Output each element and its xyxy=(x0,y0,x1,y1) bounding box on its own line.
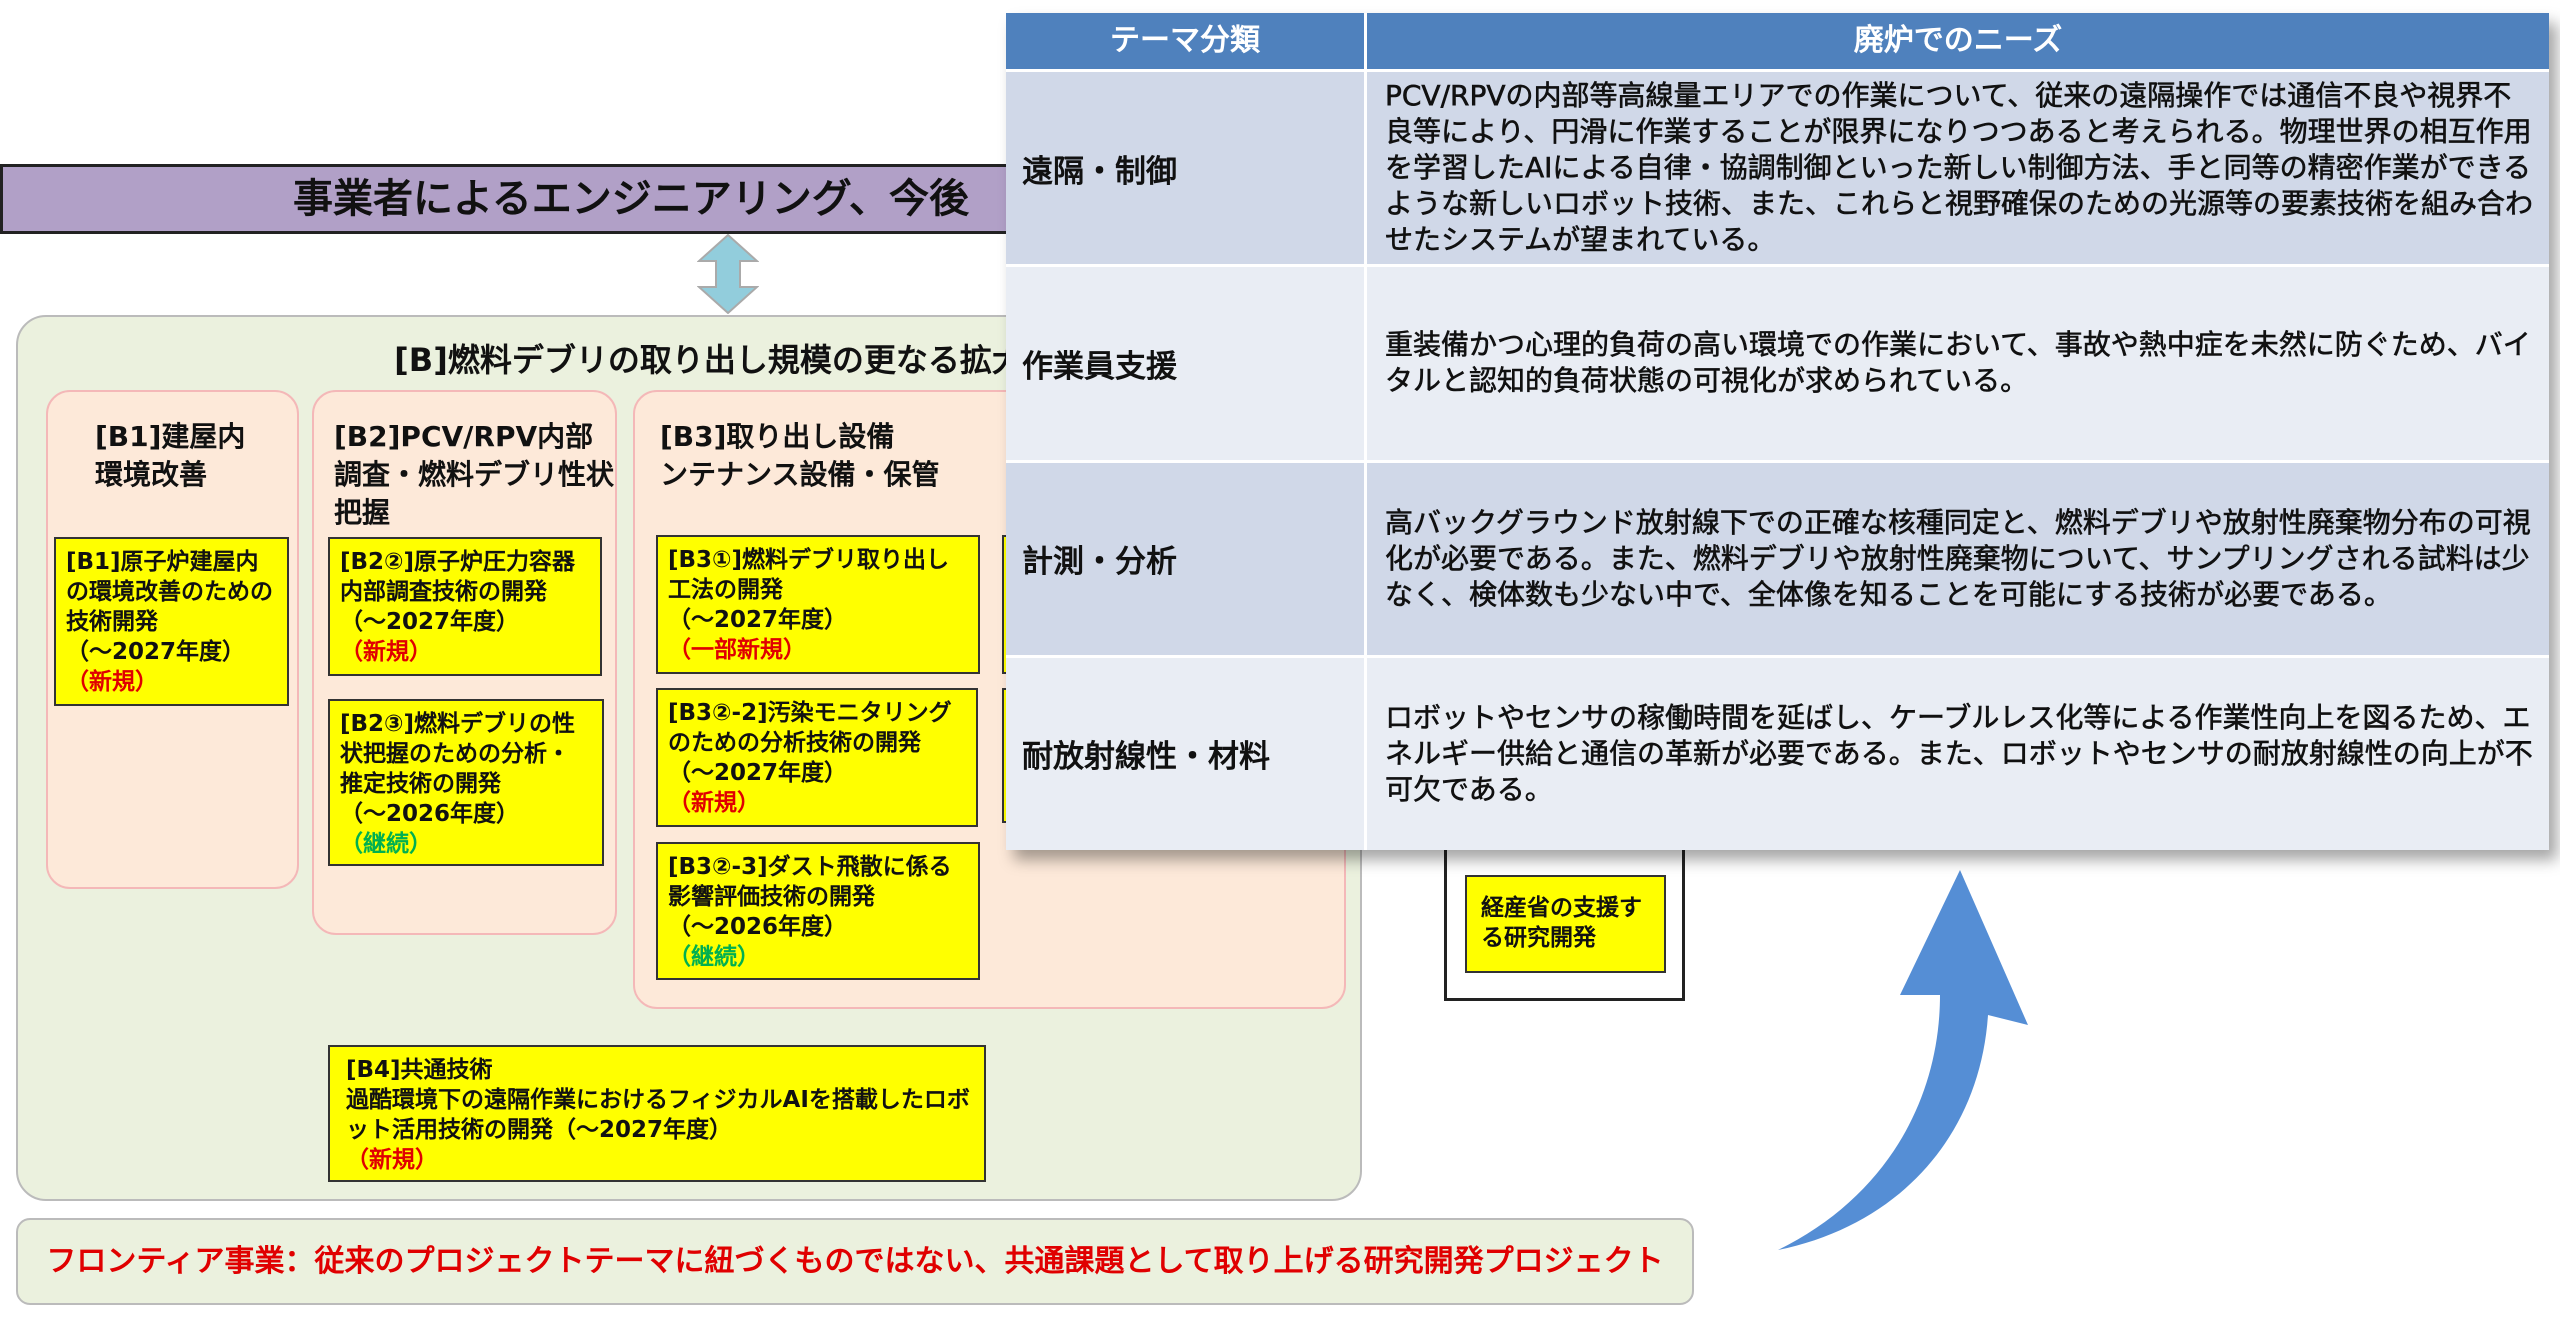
project-title: [B2②]原子炉圧力容器内部調査技術の開発 xyxy=(340,549,576,605)
project-b3-2-3: [B3②-3]ダスト飛散に係る影響評価技術の開発 （～2026年度） （継続） xyxy=(656,842,980,980)
category-cell: 作業員支援 xyxy=(1006,267,1364,460)
need-cell: PCV/RPVの内部等高線量エリアでの作業について、従来の遠隔操作では通信不良や… xyxy=(1367,72,2549,265)
project-status: （新規） xyxy=(668,790,760,816)
project-period: （～2027年度） xyxy=(340,609,520,635)
project-title: [B3①]燃料デブリ取り出し工法の開発 xyxy=(668,547,950,603)
project-title: [B1]原子炉建屋内の環境改善のための技術開発 xyxy=(66,549,273,635)
project-period: （～2026年度） xyxy=(668,914,848,940)
project-status: （新規） xyxy=(346,1147,438,1173)
b2-group-header: [B2]PCV/RPV内部 調査・燃料デブリ性状 把握 xyxy=(334,420,615,529)
project-b4: [B4]共通技術 過酷環境下の遠隔作業におけるフィジカルAIを搭載したロボット活… xyxy=(328,1045,986,1182)
need-cell: ロボットやセンサの稼働時間を延ばし、ケーブルレス化等による作業性向上を図るため、… xyxy=(1367,657,2549,850)
project-status: （継続） xyxy=(668,944,760,970)
double-arrow-icon xyxy=(697,234,759,314)
project-status: （継続） xyxy=(340,831,432,857)
project-b1: [B1]原子炉建屋内の環境改善のための技術開発 （～2027年度） （新規） xyxy=(54,537,289,706)
needs-table: テーマ分類 廃炉でのニーズ 遠隔・制御 PCV/RPVの内部等高線量エリアでの作… xyxy=(1006,13,2549,850)
project-status: （新規） xyxy=(66,669,158,695)
b-section-title: [B]燃料デブリの取り出し規模の更なる拡大 xyxy=(394,341,1024,379)
project-period: （～2027年度） xyxy=(668,607,848,633)
need-cell: 高バックグラウンド放射線下での正確な核種同定と、燃料デブリや放射性廃棄物分布の可… xyxy=(1367,462,2549,655)
project-status: （新規） xyxy=(340,639,432,665)
project-b3-2-2: [B3②-2]汚染モニタリングのための分析技術の開発 （～2027年度） （新規… xyxy=(656,688,978,827)
project-period: （～2026年度） xyxy=(340,801,520,827)
project-title: [B4]共通技術 xyxy=(346,1057,493,1083)
project-title: [B2③]燃料デブリの性状把握のための分析・推定技術の開発 xyxy=(340,711,576,797)
b1-group-header: [B1]建屋内 環境改善 xyxy=(95,420,246,491)
project-b3-1: [B3①]燃料デブリ取り出し工法の開発 （～2027年度） （一部新規） xyxy=(656,535,980,674)
b3-group-header: [B3]取り出し設備 ンテナンス設備・保管 xyxy=(660,420,940,491)
project-subtitle: 過酷環境下の遠隔作業におけるフィジカルAIを搭載したロボット活用技術の開発（～2… xyxy=(346,1087,970,1143)
project-period: （～2027年度） xyxy=(66,639,246,665)
header-theme: テーマ分類 xyxy=(1006,13,1364,69)
project-b2-3: [B2③]燃料デブリの性状把握のための分析・推定技術の開発 （～2026年度） … xyxy=(328,699,604,866)
category-cell: 遠隔・制御 xyxy=(1006,72,1364,265)
project-b2-2: [B2②]原子炉圧力容器内部調査技術の開発 （～2027年度） （新規） xyxy=(328,537,602,676)
project-period: （～2027年度） xyxy=(668,760,848,786)
project-title: [B3②-2]汚染モニタリングのための分析技術の開発 xyxy=(668,700,952,756)
curved-up-arrow-icon xyxy=(1778,870,2028,1250)
category-cell: 計測・分析 xyxy=(1006,462,1364,655)
frontier-banner: フロンティア事業：従来のプロジェクトテーマに紐づくものではない、共通課題として取… xyxy=(16,1218,1694,1305)
project-title: [B3②-3]ダスト飛散に係る影響評価技術の開発 xyxy=(668,854,952,910)
header-needs: 廃炉でのニーズ xyxy=(1367,13,2549,69)
banner-title: 事業者によるエンジニアリング、今後 xyxy=(293,176,969,222)
need-cell: 重装備かつ心理的負荷の高い環境での作業において、事故や熱中症を未然に防ぐため、バ… xyxy=(1367,267,2549,460)
project-status: （一部新規） xyxy=(668,637,806,663)
meti-legend: 経産省の支援する研究開発 xyxy=(1465,875,1666,973)
category-cell: 耐放射線性・材料 xyxy=(1006,657,1364,850)
